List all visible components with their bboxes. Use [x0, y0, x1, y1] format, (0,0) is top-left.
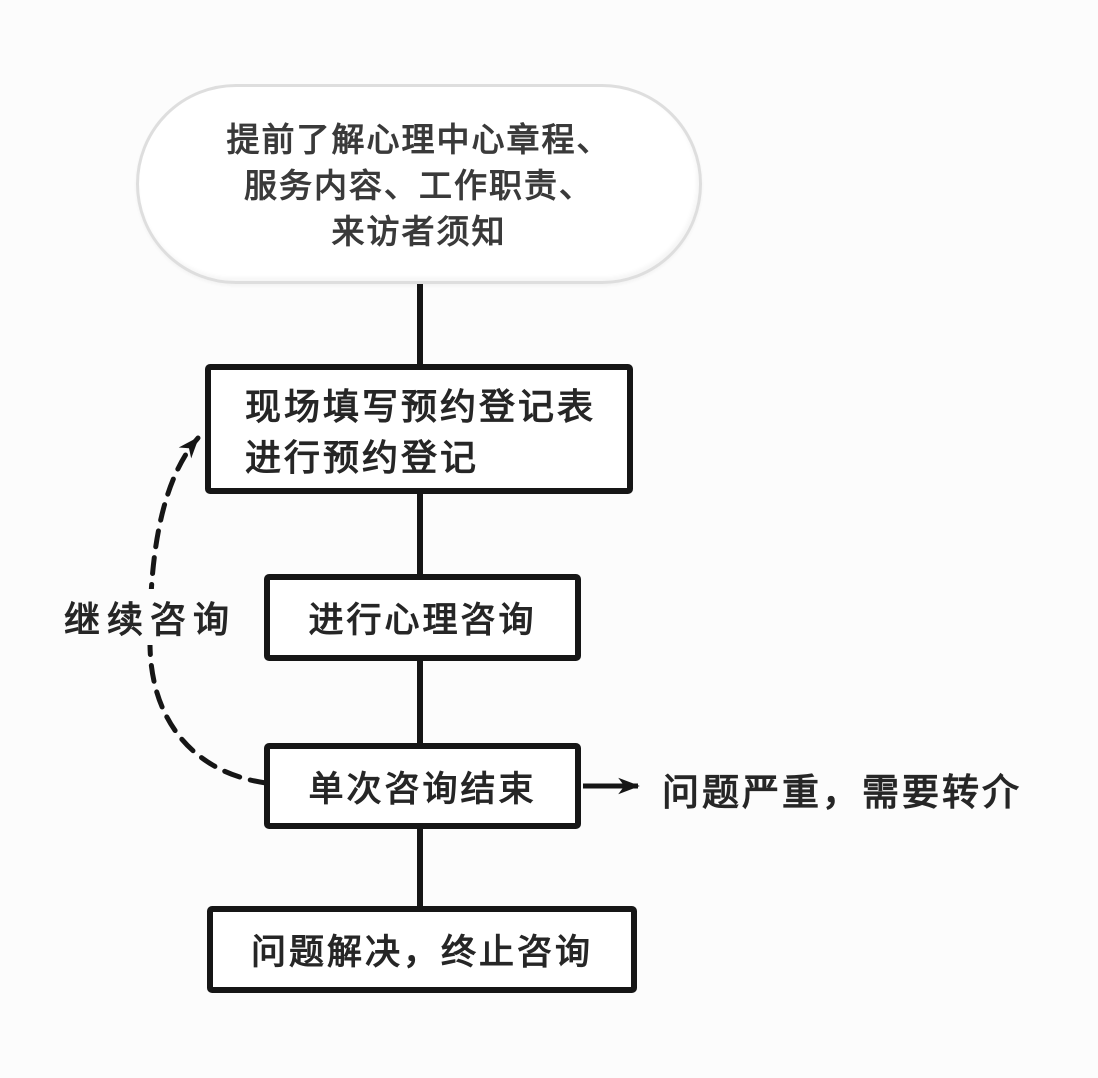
start-node-line: 来访者须知 — [331, 212, 507, 251]
referral-edge-label: 问题严重，需要转介 — [662, 771, 1022, 814]
register-node-line: 进行预约登记 — [245, 438, 480, 479]
register-node: 现场填写预约登记表 进行预约登记 — [205, 364, 633, 494]
continue-edge-label: 继续咨询 — [60, 589, 241, 645]
session-end-node-label: 单次咨询结束 — [308, 769, 537, 810]
session-end-node: 单次咨询结束 — [264, 743, 581, 829]
terminate-node-label: 问题解决，终止咨询 — [250, 933, 593, 973]
terminate-node: 问题解决，终止咨询 — [207, 906, 637, 993]
continue-dashed-arrow — [147, 435, 269, 786]
start-node: 提前了解心理中心章程、 服务内容、工作职责、 来访者须知 — [136, 84, 702, 284]
counseling-node: 进行心理咨询 — [264, 574, 581, 661]
start-node-line: 提前了解心理中心章程、 — [226, 120, 612, 159]
register-node-line: 现场填写预约登记表 — [245, 387, 597, 428]
start-node-line: 服务内容、工作职责、 — [244, 166, 594, 205]
counseling-node-label: 进行心理咨询 — [308, 601, 537, 641]
